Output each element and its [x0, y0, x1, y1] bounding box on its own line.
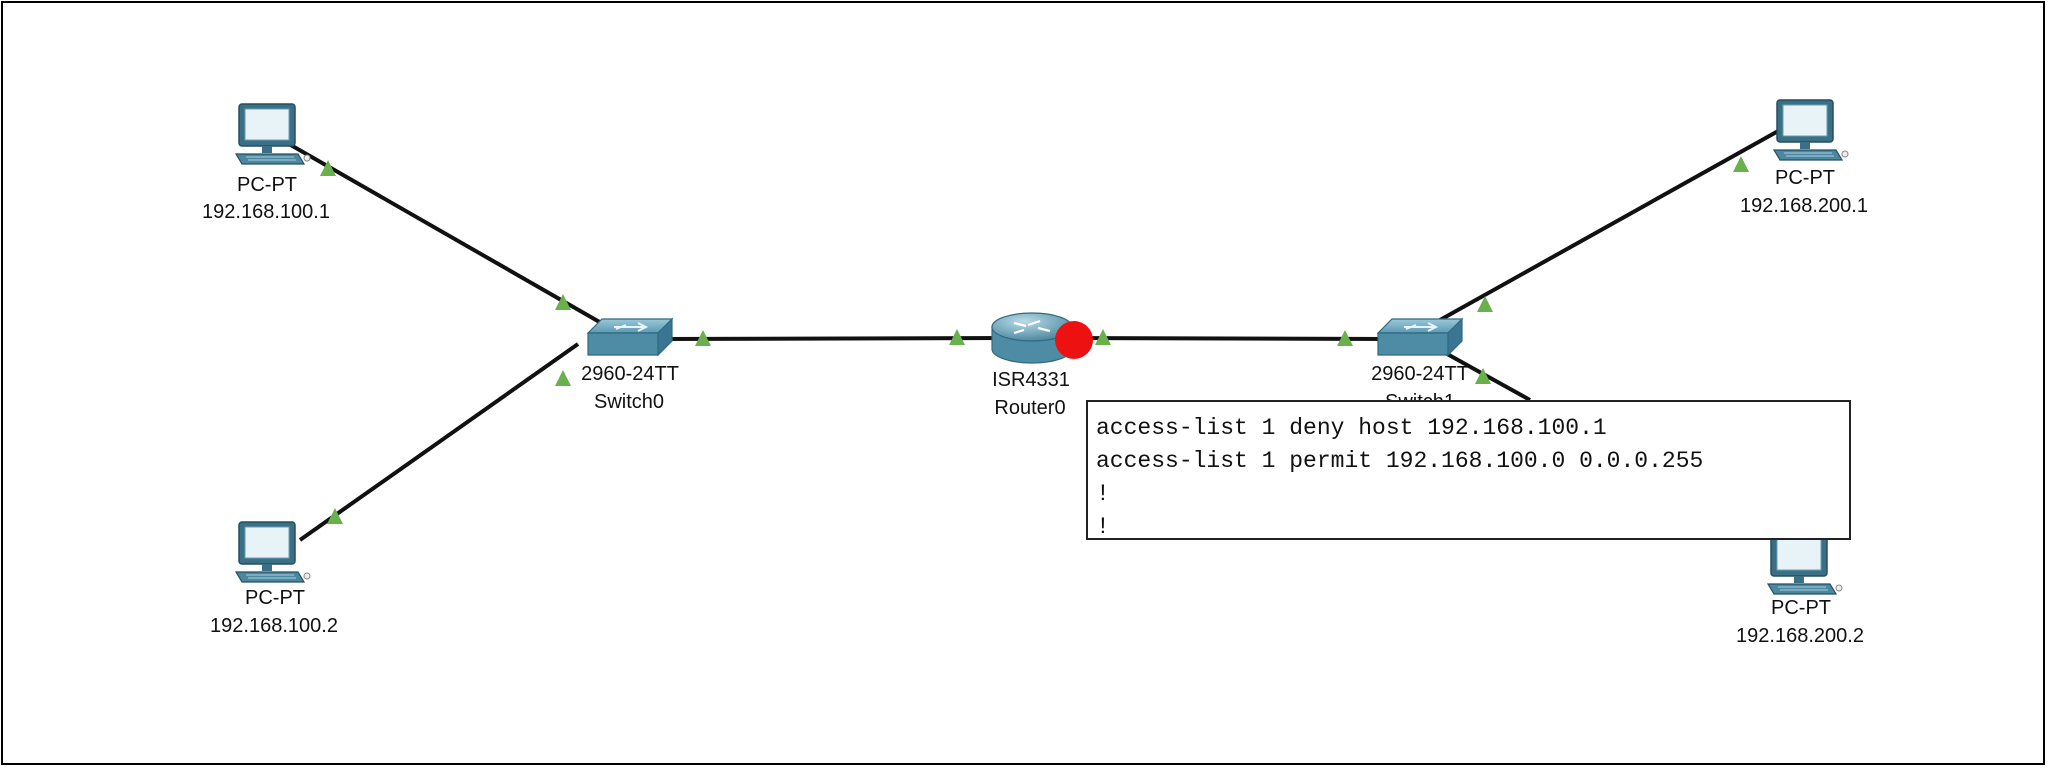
pc0-name-label: 192.168.100.1	[202, 201, 330, 223]
switch0-model-label: 2960-24TT	[581, 363, 679, 385]
pc-device[interactable]	[1773, 99, 1849, 161]
pc1-name-label: 192.168.100.2	[210, 615, 338, 637]
link-switch1-pc2[interactable]	[1439, 128, 1781, 322]
link-up-icon	[1477, 296, 1493, 312]
link-up-icon	[1475, 368, 1491, 384]
switch-device[interactable]	[587, 318, 673, 356]
pc2-model-label: PC-PT	[1775, 167, 1835, 189]
link-up-icon	[555, 294, 571, 310]
link-up-icon	[327, 508, 343, 524]
pc-icon	[1773, 99, 1849, 161]
switch0-name-label: Switch0	[594, 391, 664, 413]
acl-line: !	[1096, 514, 1110, 540]
acl-config-box: access-list 1 deny host 192.168.100.1 ac…	[1086, 400, 1851, 540]
device-labels: PC-PT 192.168.100.1 PC-PT 192.168.100.2 …	[202, 167, 1868, 647]
pc3-model-label: PC-PT	[1771, 597, 1831, 619]
router0-name-label: Router0	[994, 397, 1065, 419]
switch-icon	[587, 318, 673, 356]
switch-icon	[1377, 318, 1463, 356]
link-up-icon	[695, 330, 711, 346]
pc-icon	[235, 521, 311, 583]
connection-links	[281, 128, 1781, 542]
link-pc0-switch0[interactable]	[281, 138, 611, 330]
link-router0-switch1[interactable]	[1054, 336, 1391, 341]
switch1-model-label: 2960-24TT	[1371, 363, 1469, 385]
link-up-icon	[320, 160, 336, 176]
pc3-name-label: 192.168.200.2	[1736, 625, 1864, 647]
pc0-model-label: PC-PT	[237, 174, 297, 196]
link-switch0-router0[interactable]	[659, 336, 1009, 341]
pc2-name-label: 192.168.200.1	[1740, 195, 1868, 217]
pc-icon	[235, 103, 311, 165]
link-up-icon	[1095, 329, 1111, 345]
acl-line: access-list 1 permit 192.168.100.0 0.0.0…	[1096, 448, 1704, 474]
switch-device[interactable]	[1377, 318, 1463, 356]
link-pc1-switch0[interactable]	[298, 342, 580, 542]
pc-device[interactable]	[235, 103, 311, 165]
pc-device[interactable]	[235, 521, 311, 583]
acl-applied-marker[interactable]	[1055, 321, 1093, 359]
link-up-icon	[949, 329, 965, 345]
link-up-icon	[555, 370, 571, 386]
link-status-indicators	[320, 156, 1749, 524]
link-up-icon	[1733, 156, 1749, 172]
link-up-icon	[1337, 330, 1353, 346]
pc1-model-label: PC-PT	[245, 587, 305, 609]
acl-line: !	[1096, 481, 1110, 507]
acl-line: access-list 1 deny host 192.168.100.1	[1096, 415, 1607, 441]
router0-model-label: ISR4331	[992, 369, 1070, 391]
